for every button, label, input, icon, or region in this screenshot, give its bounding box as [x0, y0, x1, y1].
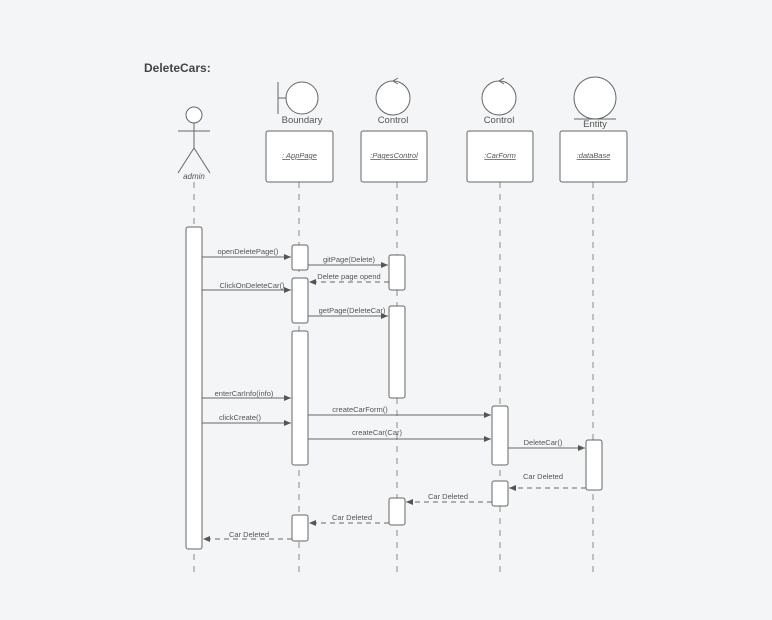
message-label: gitPage(Delete) — [323, 255, 376, 264]
message-label: DeleteCar() — [524, 438, 563, 447]
activation-carform — [491, 405, 509, 466]
message-label: Delete page opend — [317, 272, 380, 281]
actor-head — [185, 106, 203, 124]
actor-admin — [177, 106, 211, 174]
participant-box-carform — [466, 130, 534, 183]
participant-box-database — [559, 130, 628, 183]
message-label: enterCarInfo(info) — [215, 389, 274, 398]
stereotype-control-1: Control — [378, 115, 409, 126]
message-label: createCar(Car) — [352, 428, 403, 437]
participant-box-pagescontrol — [360, 130, 428, 183]
activation-pagescontrol — [388, 254, 406, 291]
activation-apppage — [291, 330, 309, 466]
activation-apppage — [291, 514, 309, 542]
participant-box-apppage — [265, 130, 334, 183]
activation-pagescontrol — [388, 497, 406, 526]
activation-carform — [491, 480, 509, 507]
message-label: Car Deleted — [523, 472, 563, 481]
message-label: openDeletePage() — [218, 247, 279, 256]
message-label: createCarForm() — [332, 405, 388, 414]
actor-label: admin — [183, 172, 205, 181]
control-icon — [375, 77, 411, 116]
message-label: Car Deleted — [229, 530, 269, 539]
message-label: Car Deleted — [332, 513, 372, 522]
entity-icon — [573, 76, 617, 120]
message-label: clickCreate() — [219, 413, 262, 422]
participant-name-apppage: : AppPage — [282, 151, 317, 160]
participant-name-pagescontrol: :PagesControl — [370, 151, 418, 160]
activation-apppage — [291, 277, 309, 324]
participant-name-database: :dataBase — [577, 151, 611, 160]
message-label: Car Deleted — [428, 492, 468, 501]
boundary-icon — [277, 81, 319, 115]
message-label: getPage(DeleteCar) — [319, 306, 386, 315]
activation-apppage — [291, 244, 309, 271]
activation-database — [585, 439, 603, 491]
participant-name-carform: :CarForm — [484, 151, 516, 160]
stereotype-entity: Entity — [583, 119, 607, 130]
stereotype-boundary: Boundary — [282, 115, 323, 126]
control-icon — [481, 77, 517, 116]
activation-admin — [185, 226, 203, 550]
activation-pagescontrol — [388, 305, 406, 399]
diagram-title: DeleteCars: — [144, 61, 211, 75]
stereotype-control-2: Control — [484, 115, 515, 126]
message-label: ClickOnDeleteCar() — [219, 281, 285, 290]
